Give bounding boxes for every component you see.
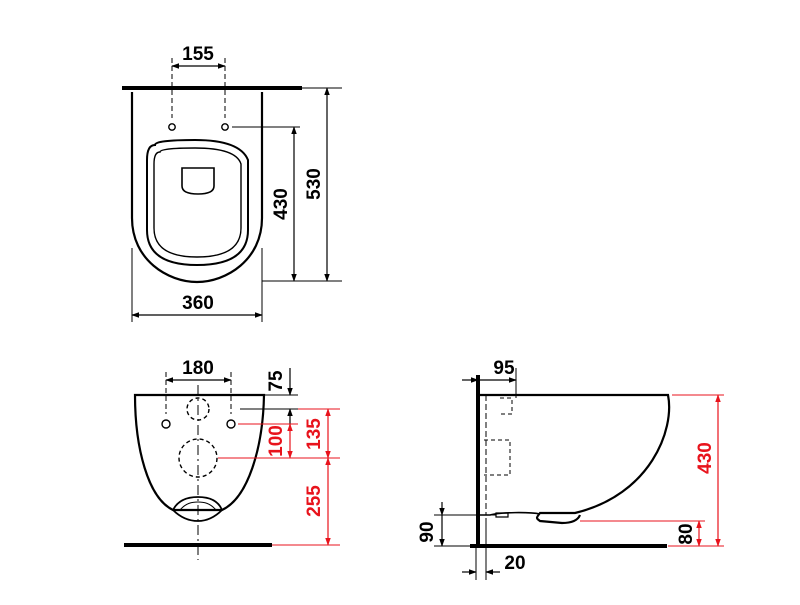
- side-view-dim-90-label: 90: [417, 521, 438, 542]
- top-view-seat-opening: [146, 138, 249, 267]
- top-view-mount-hole-left: [168, 123, 176, 131]
- top-view-seat-inner: [153, 147, 242, 258]
- front-view-dim-180-label: 180: [182, 358, 214, 379]
- top-view-mount-hole-right: [221, 123, 229, 131]
- top-view-dim-360-label: 360: [182, 293, 214, 314]
- top-view-bowl-outline: [130, 92, 264, 284]
- front-view-dim-75-label: 75: [266, 370, 287, 392]
- side-view: 95 430 80 90 20: [417, 358, 724, 580]
- front-view-base-foot: [171, 496, 224, 522]
- side-view-dim-95-label: 95: [493, 358, 515, 379]
- side-view-dim-430-label: 430: [695, 442, 716, 474]
- side-view-dim-80-label: 80: [676, 523, 697, 544]
- top-view-dim-155-label: 155: [182, 44, 214, 65]
- top-view-dim-430-label: 430: [271, 188, 292, 220]
- front-view-mount-hole-left: [161, 419, 171, 429]
- front-view-outlet: [178, 438, 218, 478]
- front-view-dim-100-label: 100: [266, 425, 287, 457]
- top-view-flush-outlet: [181, 167, 215, 195]
- front-view: 180 75 100 135 255: [124, 358, 340, 560]
- front-view-mount-hole-right: [226, 419, 236, 429]
- top-view: 155 360 430 530: [122, 44, 342, 322]
- front-view-dim-255-label: 255: [304, 485, 325, 517]
- front-view-bowl-outline: [133, 393, 266, 512]
- front-view-dim-135-label: 135: [304, 418, 325, 450]
- top-view-dim-530-label: 530: [304, 168, 325, 200]
- side-view-dim-20-label: 20: [504, 553, 525, 574]
